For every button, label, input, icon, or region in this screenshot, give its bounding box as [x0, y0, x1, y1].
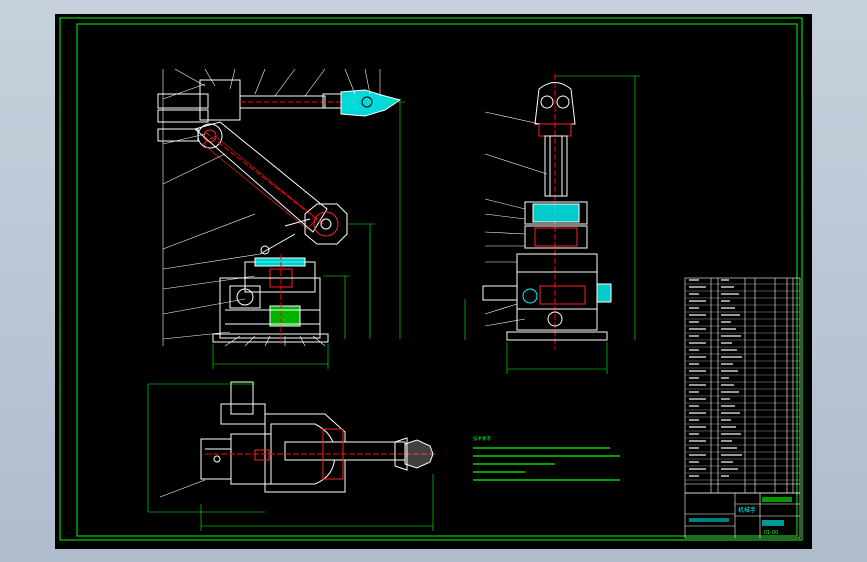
- parts-list-entry-mark: [689, 454, 706, 456]
- title-block-drawing-no: -01-00: [762, 530, 778, 536]
- technical-notes: 技术要求: [473, 435, 620, 481]
- notes-lines: [473, 447, 620, 481]
- parts-list-entry-mark: [689, 356, 706, 358]
- parts-list-entry-mark: [721, 314, 740, 316]
- parts-list-entry-mark: [721, 342, 732, 344]
- parts-list-entry-mark: [689, 342, 706, 344]
- parts-list-entry-mark: [689, 447, 699, 449]
- parts-list-rows: [685, 279, 800, 481]
- top-view-dimensions: [147, 383, 434, 531]
- parts-list-entry-mark: [721, 447, 737, 449]
- parts-list-entry-mark: [689, 370, 706, 372]
- parts-list-entry-mark: [721, 377, 729, 379]
- parts-list-entry-mark: [689, 384, 706, 386]
- parts-list-entry-mark: [689, 279, 699, 281]
- parts-list-entry-mark: [689, 286, 706, 288]
- title-block-info-mark: [689, 518, 729, 522]
- parts-list-entry-mark: [689, 433, 699, 435]
- top-view: [200, 381, 435, 493]
- front-view-callouts: [162, 68, 381, 347]
- title-block-name-mark: [762, 520, 784, 526]
- parts-list-entry-mark: [721, 384, 734, 386]
- parts-list-entry-mark: [689, 412, 706, 414]
- parts-list-entry-mark: [689, 468, 706, 470]
- parts-list-entry-mark: [689, 328, 706, 330]
- parts-list-entry-mark: [721, 356, 742, 358]
- parts-list-entry-mark: [721, 468, 738, 470]
- parts-list-entry-mark: [721, 328, 736, 330]
- parts-list-entry-mark: [721, 475, 729, 477]
- parts-list-entry-mark: [721, 370, 738, 372]
- parts-list-entry-mark: [689, 419, 699, 421]
- parts-list-entry-mark: [721, 307, 735, 309]
- parts-list-entry-mark: [721, 335, 741, 337]
- parts-list-entry-mark: [721, 300, 730, 302]
- title-block-name: 机械手: [738, 506, 756, 514]
- inner-border: [76, 23, 798, 537]
- parts-list-entry-mark: [689, 426, 706, 428]
- parts-list-entry-mark: [689, 461, 699, 463]
- side-view-dimensions: [464, 75, 640, 374]
- side-view-callouts: [484, 111, 548, 327]
- parts-list-entry-mark: [689, 307, 699, 309]
- front-view: [157, 79, 402, 344]
- parts-list-entry-mark: [689, 377, 699, 379]
- title-block-school-mark: [762, 497, 792, 502]
- cad-viewport[interactable]: 技术要求 机械手 -01-00: [55, 14, 812, 549]
- parts-list-entry-mark: [689, 300, 706, 302]
- parts-list-entry-mark: [721, 426, 736, 428]
- parts-list-entry-mark: [721, 454, 742, 456]
- parts-list-entry-mark: [689, 440, 706, 442]
- side-view: [482, 74, 612, 349]
- parts-list-entry-mark: [721, 279, 729, 281]
- cad-drawing: 技术要求 机械手 -01-00: [59, 17, 803, 541]
- parts-list-entry-mark: [689, 391, 699, 393]
- parts-list-entry-mark: [689, 405, 699, 407]
- parts-list-entry-mark: [689, 349, 699, 351]
- parts-list-entry-mark: [689, 293, 699, 295]
- parts-list-entry-mark: [689, 398, 706, 400]
- parts-list-entry-mark: [689, 363, 699, 365]
- parts-list-entry-mark: [689, 475, 699, 477]
- parts-list-entry-mark: [721, 419, 731, 421]
- parts-list-entry-mark: [721, 412, 740, 414]
- title-block: [684, 492, 801, 539]
- parts-list-entry-mark: [721, 433, 741, 435]
- parts-list-entry-mark: [721, 405, 735, 407]
- parts-list-entry-mark: [689, 335, 699, 337]
- parts-list-entry-mark: [721, 293, 739, 295]
- outer-border: [59, 17, 803, 541]
- parts-list-entry-mark: [689, 314, 706, 316]
- notes-heading: 技术要求: [473, 435, 491, 442]
- parts-list-entry-mark: [721, 398, 730, 400]
- front-view-dimensions: [212, 101, 405, 369]
- parts-list-entry-mark: [721, 349, 737, 351]
- parts-list-entry-mark: [721, 391, 739, 393]
- parts-list-entry-mark: [721, 440, 732, 442]
- parts-list-entry-mark: [721, 286, 734, 288]
- parts-list-entry-mark: [721, 461, 733, 463]
- parts-list-entry-mark: [689, 321, 699, 323]
- parts-list-entry-mark: [721, 321, 731, 323]
- parts-list-entry-mark: [721, 363, 733, 365]
